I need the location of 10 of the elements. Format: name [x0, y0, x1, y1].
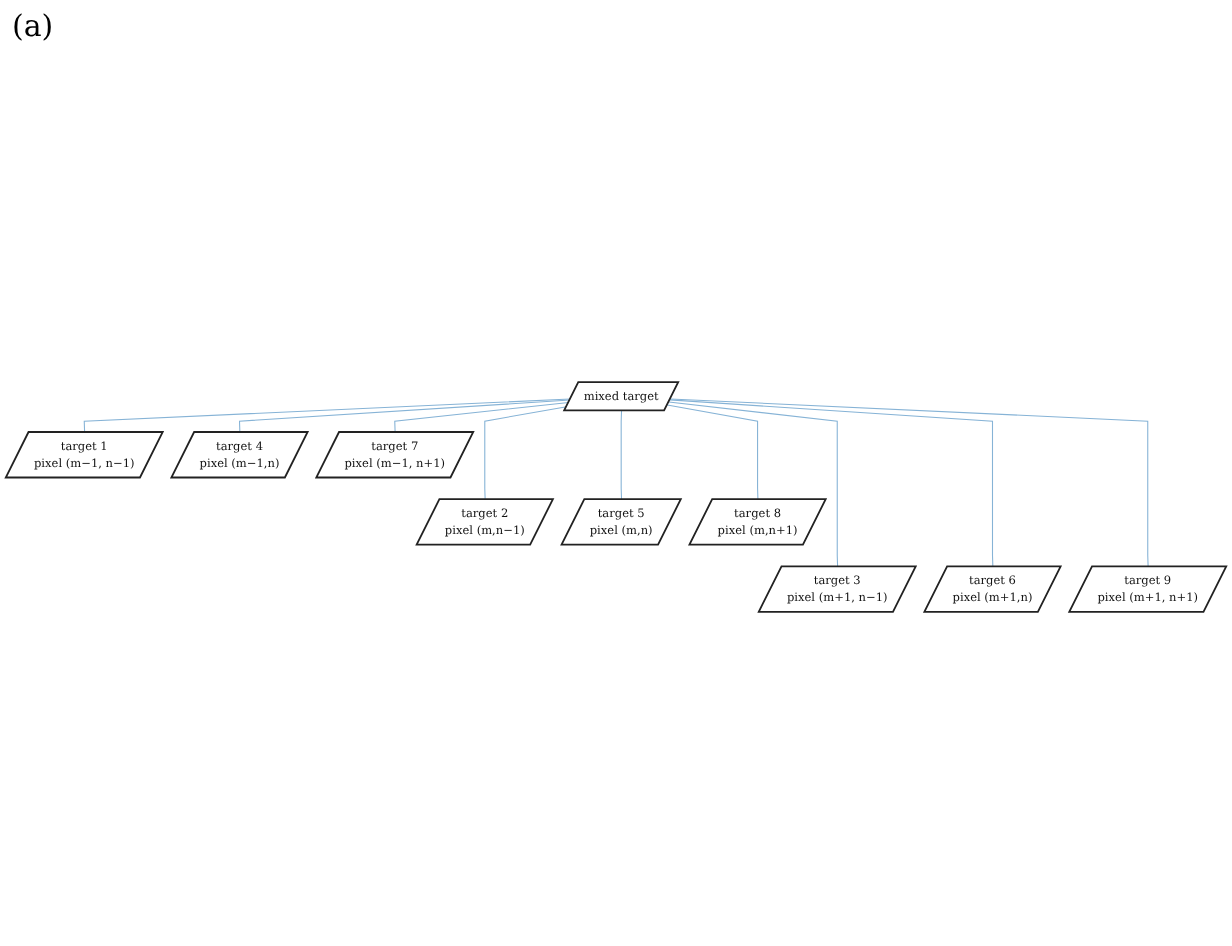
- connector: [620, 410, 623, 501]
- connector: [666, 404, 759, 501]
- connector: [394, 401, 570, 433]
- connector: [669, 399, 994, 568]
- panel-label: (a): [12, 8, 54, 44]
- connector: [238, 399, 571, 433]
- connector: [669, 398, 1149, 568]
- connector: [83, 398, 571, 433]
- connector: [668, 401, 839, 568]
- connector: [484, 406, 568, 501]
